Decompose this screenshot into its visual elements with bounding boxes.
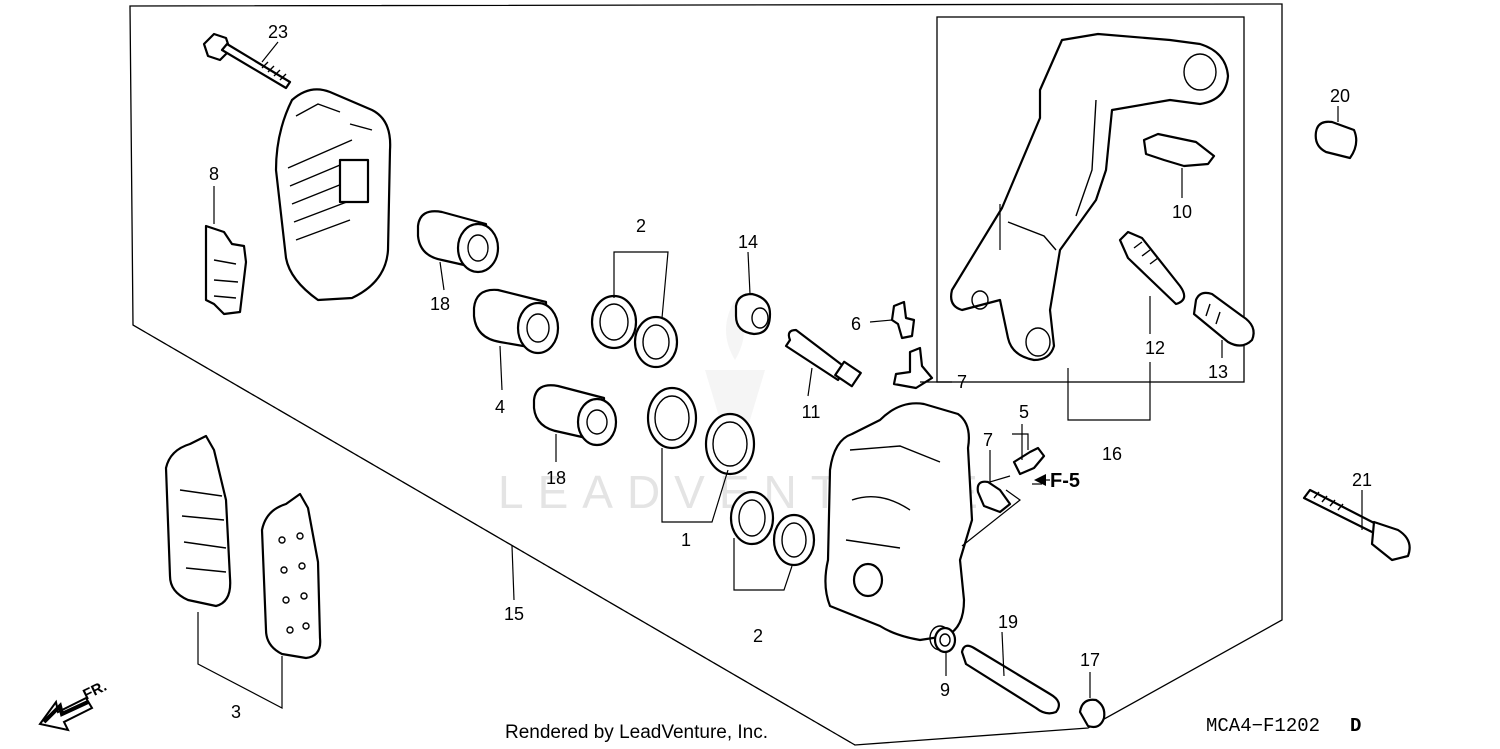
callout-15: 15 xyxy=(504,604,524,624)
boot-13[interactable] xyxy=(1192,291,1255,347)
caliper-body-half[interactable] xyxy=(274,88,392,302)
callout-11: 11 xyxy=(802,402,821,422)
collar-20[interactable] xyxy=(1314,120,1358,160)
brake-pad-3-outer[interactable] xyxy=(164,434,232,608)
brake-pad-3-inner[interactable] xyxy=(260,492,322,660)
watermark-logo xyxy=(705,300,765,470)
washer-9[interactable] xyxy=(933,626,957,654)
callout-1: 1 xyxy=(681,530,691,550)
callout-14: 14 xyxy=(738,232,758,252)
seal-1-a[interactable] xyxy=(646,386,698,450)
callout-labels: 23 8 18 4 18 2 1 2 14 6 11 7 5 7 10 12 1… xyxy=(209,22,1372,722)
callout-5: 5 xyxy=(1019,402,1029,422)
callout-9: 9 xyxy=(940,680,950,700)
seal-2-lower-a[interactable] xyxy=(729,490,775,546)
reference-label: F-5 xyxy=(1050,470,1080,492)
diagram-revision: D xyxy=(1350,715,1361,737)
callout-10: 10 xyxy=(1172,202,1192,222)
callout-20: 20 xyxy=(1330,86,1350,106)
seal-2-upper-a[interactable] xyxy=(590,294,638,350)
bleeder-6[interactable] xyxy=(890,300,916,340)
collar-18-upper[interactable] xyxy=(416,210,500,274)
seal-2-upper-b[interactable] xyxy=(633,315,679,369)
pin-11[interactable] xyxy=(784,328,862,388)
callout-13: 13 xyxy=(1208,362,1228,382)
callout-7-upper: 7 xyxy=(957,372,967,392)
callout-21: 21 xyxy=(1352,470,1372,490)
bleeder-5[interactable] xyxy=(1012,446,1046,476)
piston-4[interactable] xyxy=(472,288,560,355)
callout-6: 6 xyxy=(851,314,861,334)
callout-4: 4 xyxy=(495,397,505,417)
callout-16: 16 xyxy=(1102,444,1122,464)
callout-18-upper: 18 xyxy=(430,294,450,314)
diagram-code: MCA4−F1202 xyxy=(1206,715,1320,737)
pin-bolt-12[interactable] xyxy=(1118,230,1186,306)
pin-19[interactable] xyxy=(960,644,1060,715)
boot-14[interactable] xyxy=(734,292,772,336)
caliper-bracket[interactable] xyxy=(950,32,1230,362)
rendered-by-text: Rendered by LeadVenture, Inc. xyxy=(505,722,768,743)
seal-1-b[interactable] xyxy=(704,412,756,476)
bracket-assembly-frame xyxy=(936,16,1245,383)
assembly-dash-line xyxy=(132,324,856,746)
leader-lines xyxy=(197,41,1363,709)
callout-2-lower: 2 xyxy=(753,626,763,646)
callout-2-upper: 2 xyxy=(636,216,646,236)
callout-17: 17 xyxy=(1080,650,1100,670)
callout-23: 23 xyxy=(268,22,288,42)
caliper-body-main[interactable] xyxy=(824,402,974,651)
cap-7-upper[interactable] xyxy=(892,346,934,390)
collar-18-lower[interactable] xyxy=(532,384,618,447)
callout-12: 12 xyxy=(1145,338,1165,358)
retainer-clip-10[interactable] xyxy=(1142,132,1216,168)
reference-f5[interactable]: F-5 xyxy=(1034,470,1080,492)
callout-18-lower: 18 xyxy=(546,468,566,488)
seal-2-lower-b[interactable] xyxy=(772,513,816,567)
callout-8: 8 xyxy=(209,164,219,184)
callout-3: 3 xyxy=(231,702,241,722)
front-direction-indicator: FR. xyxy=(38,678,109,732)
bolt-23[interactable] xyxy=(202,32,292,90)
plug-17[interactable] xyxy=(1078,698,1106,729)
cap-7-lower[interactable] xyxy=(976,480,1012,514)
callout-19: 19 xyxy=(998,612,1018,632)
bolt-21[interactable] xyxy=(1302,488,1411,562)
pad-spring-8[interactable] xyxy=(204,224,248,316)
callout-7-lower: 7 xyxy=(983,430,993,450)
